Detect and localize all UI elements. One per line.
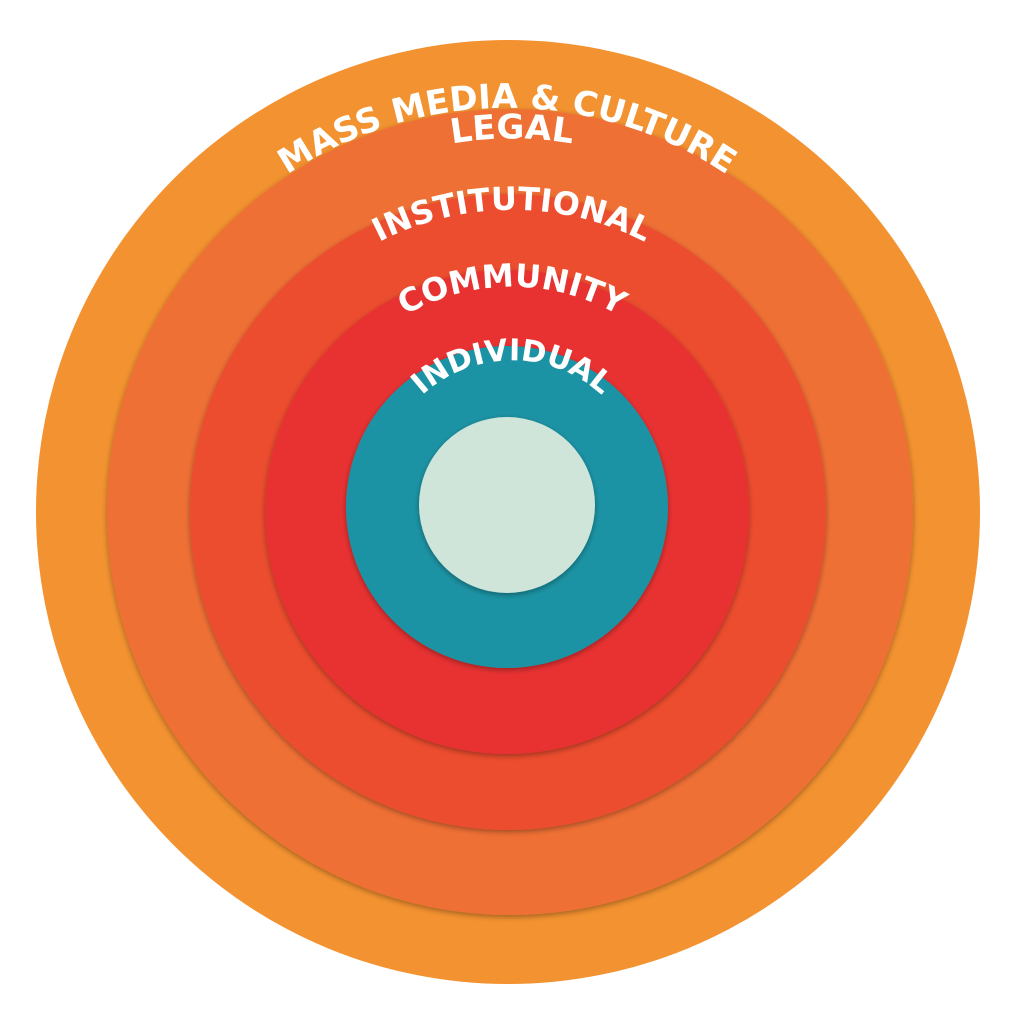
legal-label: LEGAL [447, 107, 576, 152]
individual-core-circle [419, 417, 595, 593]
